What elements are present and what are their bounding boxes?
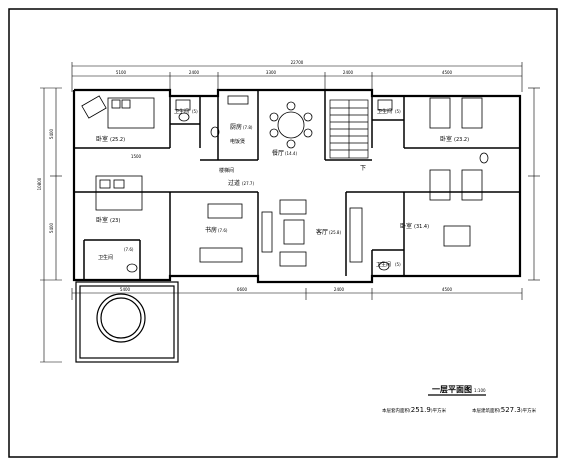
room-bedroom-2-area: (23.2) bbox=[454, 137, 469, 143]
room-bath-1-name: 卫生间 bbox=[174, 108, 189, 115]
room-study-name: 书房 bbox=[205, 226, 217, 234]
sheet-border bbox=[8, 8, 558, 458]
dim-top-4: 2400 bbox=[343, 70, 354, 75]
area-note-right: 本层建筑面积(527.3)平方米 bbox=[472, 406, 537, 414]
room-bath-1-area: (5) bbox=[192, 109, 198, 114]
room-living-area: (25.8) bbox=[329, 230, 341, 235]
drawing-scale: 1:100 bbox=[474, 388, 486, 393]
dimension-lines bbox=[40, 62, 540, 363]
dim-bottom-1: 5400 bbox=[120, 287, 131, 292]
room-corridor-area: (27.7) bbox=[242, 181, 254, 186]
room-bath-2-area: (5) bbox=[395, 109, 401, 114]
room-kitchen-name: 厨房 bbox=[230, 123, 242, 131]
room-bath-2-name: 卫生间 bbox=[377, 108, 392, 115]
room-bedroom-1-area: (25.2) bbox=[110, 137, 125, 143]
drawing-title: 一层平面图 bbox=[432, 385, 472, 394]
room-corridor-name: 过道 bbox=[228, 179, 240, 187]
dim-top-2: 2400 bbox=[189, 70, 200, 75]
staircase bbox=[329, 99, 369, 159]
room-bedroom-3-area: (23) bbox=[110, 218, 120, 224]
area-note-left: 本层套内面积(251.9)平方米 bbox=[382, 406, 447, 414]
interior-walls bbox=[74, 90, 520, 280]
terrace bbox=[75, 281, 179, 363]
dim-top-3: 3300 bbox=[266, 70, 277, 75]
exterior-walls bbox=[72, 88, 522, 284]
room-bedroom-3-name: 卧室 bbox=[96, 216, 108, 224]
dim-overall-depth: 10800 bbox=[37, 177, 42, 190]
dim-left-1: 5400 bbox=[49, 128, 54, 139]
dim-bottom-2: 6600 bbox=[237, 287, 248, 292]
room-dining-area: (14.4) bbox=[285, 151, 297, 156]
dim-top-1: 5100 bbox=[116, 70, 127, 75]
furniture bbox=[81, 95, 489, 273]
room-living-name: 客厅 bbox=[316, 228, 328, 236]
room-stair: 楼梯间 bbox=[219, 167, 234, 174]
room-bedroom-2-name: 卧室 bbox=[440, 135, 452, 143]
room-bath-3-area: (7.6) bbox=[124, 247, 134, 252]
room-bath-4-area: (5) bbox=[395, 262, 401, 267]
dim-left-2: 5400 bbox=[49, 222, 54, 233]
room-bedroom-4-area: (31.4) bbox=[414, 224, 429, 230]
room-kitchen-area: (7.8) bbox=[243, 125, 253, 130]
room-bedroom-4-name: 卧室 bbox=[400, 222, 412, 230]
stair-down-label: 下 bbox=[360, 165, 366, 172]
room-dining-name: 餐厅 bbox=[272, 149, 284, 157]
dim-bottom-4: 4500 bbox=[442, 287, 453, 292]
dim-1500: 1500 bbox=[131, 154, 142, 159]
room-bedroom-1-name: 卧室 bbox=[96, 135, 108, 143]
dim-bottom-3: 2400 bbox=[334, 287, 345, 292]
room-bath-3-name: 卫生间 bbox=[98, 254, 113, 261]
room-study-area: (7.6) bbox=[218, 228, 228, 233]
room-drinks-bar: 电饭煲 bbox=[230, 138, 245, 145]
dim-overall-width: 22700 bbox=[291, 60, 304, 65]
room-bath-4-name: 卫生间 bbox=[376, 261, 391, 268]
dim-top-5: 4500 bbox=[442, 70, 453, 75]
